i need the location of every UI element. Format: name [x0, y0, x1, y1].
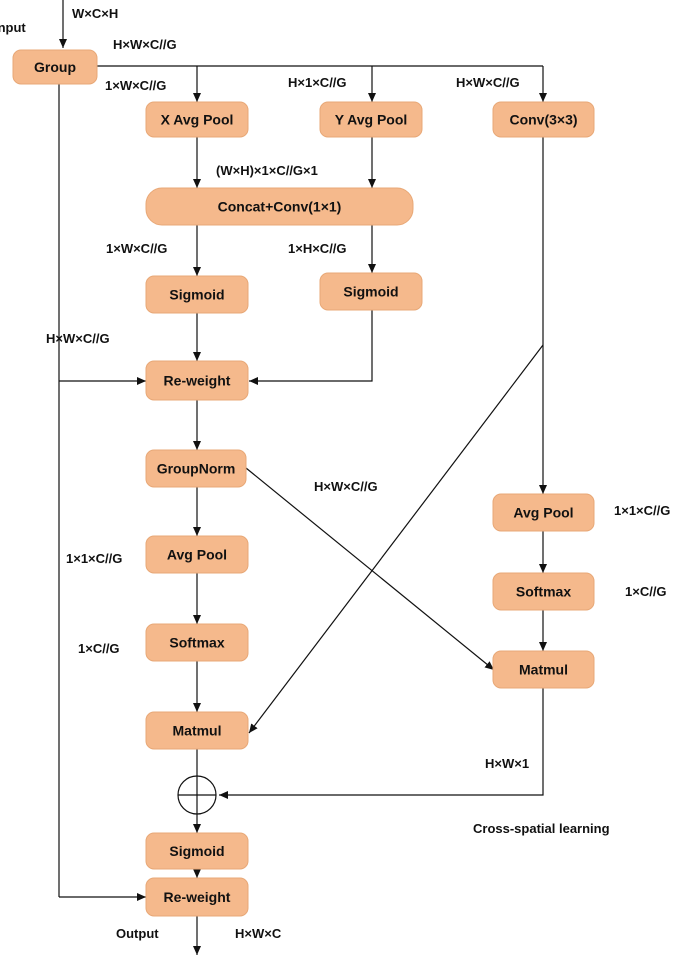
groupnorm-box: GroupNorm — [145, 449, 247, 488]
reweight-bottom-label: Re-weight — [164, 889, 231, 905]
y-avg-pool-label: Y Avg Pool — [335, 112, 408, 128]
input-dims: W×C×H — [72, 6, 118, 21]
input-title: Input — [0, 20, 26, 35]
conv-in-dims: H×W×C//G — [456, 75, 520, 90]
group-out-dims: H×W×C//G — [113, 37, 177, 52]
sigmoid-left-label: Sigmoid — [169, 287, 224, 303]
matmul-right-label: Matmul — [519, 662, 568, 678]
sigmoid-bottom-label: Sigmoid — [169, 843, 224, 859]
cross-spatial-label: Cross-spatial learning — [473, 821, 610, 836]
groupnorm-to-matmul-right — [245, 467, 495, 671]
group-label: Group — [34, 59, 76, 75]
avg-pool-left-label: Avg Pool — [167, 547, 227, 563]
x-avg-pool-label: X Avg Pool — [161, 112, 234, 128]
softmax-left-box: Softmax — [145, 623, 249, 662]
concat-conv-box: Concat+Conv(1×1) — [145, 187, 414, 226]
avg-pool-right-label: Avg Pool — [513, 505, 573, 521]
sigmoid-left-box: Sigmoid — [145, 275, 249, 314]
sigmoid-right-in-dims: 1×H×C//G — [288, 241, 347, 256]
softmax-right-dims: 1×C//G — [625, 584, 667, 599]
softmax-left-dims: 1×C//G — [78, 641, 120, 656]
output-title: Output — [116, 926, 159, 941]
matmul-right-to-add — [219, 688, 544, 799]
matmul-right-out-dims: H×W×1 — [485, 756, 529, 771]
reweight-bottom-box: Re-weight — [145, 877, 249, 917]
sigmoid-right-to-reweight — [249, 310, 373, 385]
sigmoid-right-box: Sigmoid — [319, 272, 423, 311]
reweight-top-box: Re-weight — [145, 360, 249, 401]
x-pool-in-dims: 1×W×C//G — [105, 78, 166, 93]
sigmoid-bottom-box: Sigmoid — [145, 832, 249, 870]
cross-dims: H×W×C//G — [314, 479, 378, 494]
labels: Input W×C×H H×W×C//G 1×W×C//G H×1×C//G H… — [0, 6, 670, 941]
conv-to-matmul-left — [248, 344, 544, 734]
edges — [58, 0, 547, 955]
sigmoid-right-label: Sigmoid — [343, 284, 398, 300]
output-dims: H×W×C — [235, 926, 282, 941]
avg-pool-right-box: Avg Pool — [492, 493, 595, 532]
reweight-top-label: Re-weight — [164, 373, 231, 389]
matmul-left-box: Matmul — [145, 711, 249, 750]
softmax-right-label: Softmax — [516, 584, 571, 600]
y-avg-pool-box: Y Avg Pool — [319, 101, 423, 138]
groupnorm-label: GroupNorm — [157, 461, 236, 477]
add-node — [177, 775, 217, 815]
avg-pool-right-dims: 1×1×C//G — [614, 503, 670, 518]
residual-dims: H×W×C//G — [46, 331, 110, 346]
avg-pool-left-box: Avg Pool — [145, 535, 249, 574]
conv3x3-label: Conv(3×3) — [509, 112, 577, 128]
conv3x3-box: Conv(3×3) — [492, 101, 595, 138]
softmax-right-box: Softmax — [492, 572, 595, 611]
sigmoid-left-in-dims: 1×W×C//G — [106, 241, 167, 256]
concat-conv-label: Concat+Conv(1×1) — [218, 199, 342, 215]
softmax-left-label: Softmax — [169, 635, 224, 651]
concat-in-dims: (W×H)×1×C//G×1 — [216, 163, 318, 178]
matmul-right-box: Matmul — [492, 650, 595, 689]
matmul-left-label: Matmul — [173, 723, 222, 739]
y-pool-in-dims: H×1×C//G — [288, 75, 347, 90]
avg-pool-left-dims: 1×1×C//G — [66, 551, 122, 566]
x-avg-pool-box: X Avg Pool — [145, 101, 249, 138]
group-box: Group — [12, 49, 98, 85]
